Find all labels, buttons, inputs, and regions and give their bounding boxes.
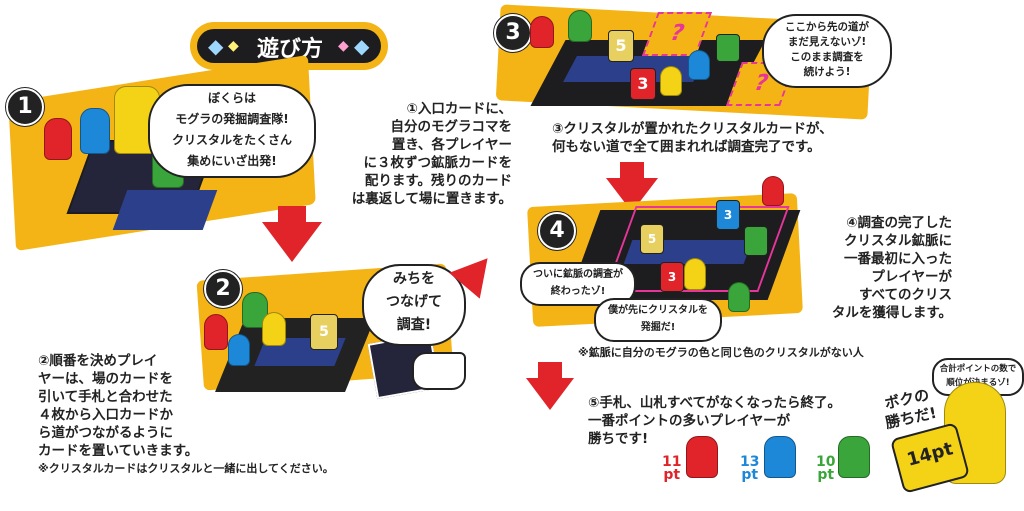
step4-description: ④調査の完了した クリスタル鉱脈に 一番最初に入った プレイヤーが すべてのクリ… bbox=[831, 215, 952, 321]
step4-mole-red bbox=[762, 176, 784, 206]
arrow-down-icon-3 bbox=[526, 378, 574, 410]
step3-mole-blue bbox=[688, 50, 710, 80]
step3-crystal-green bbox=[716, 34, 740, 62]
score-mole-green bbox=[838, 436, 870, 478]
step1-mole-blue bbox=[80, 108, 110, 154]
crystal-icon-right: ◆ bbox=[338, 38, 349, 54]
step3-mole-yellow bbox=[660, 66, 682, 96]
hand-pointer-icon bbox=[412, 352, 466, 390]
step2-mole-red bbox=[204, 314, 228, 350]
score-label-green: 10 pt bbox=[816, 454, 836, 483]
score-label-red: 11 pt bbox=[662, 454, 682, 483]
step4-crystal-green bbox=[744, 226, 768, 256]
title-badge: ◆ ◆ 遊び方 ◆ ◆ bbox=[190, 22, 388, 70]
step3-mole-green bbox=[568, 10, 592, 42]
step1-description: ①入口カードに、 自分のモグラコマを 置き、各プレイヤー に３枚ずつ鉱脈カードを… bbox=[351, 101, 512, 207]
arrow-down-stem-2 bbox=[620, 162, 644, 180]
arrow-down-icon bbox=[262, 222, 322, 262]
step5-description: ⑤手札、山札すべてがなくなったら終了。 一番ポイントの多いプレイヤーが 勝ちです… bbox=[588, 395, 841, 447]
step1-speech-bubble: ぼくらは モグラの発掘調査隊! クリスタルをたくさん 集めにいざ出発! bbox=[148, 84, 316, 178]
step2-crystal: 5 bbox=[310, 314, 338, 350]
score-mole-blue bbox=[764, 436, 796, 478]
step3-crystal-5: 5 bbox=[608, 30, 634, 62]
arrow-down-stem-3 bbox=[538, 362, 562, 380]
step4-crystal-5: 5 bbox=[640, 224, 664, 254]
crystal-icon-left: ◆ bbox=[208, 34, 224, 58]
step1-number: 1 bbox=[6, 88, 44, 126]
step1-mole-red bbox=[44, 118, 72, 160]
score-label-blue: 13 pt bbox=[740, 454, 760, 483]
step4-speech-bubble-1: ついに鉱脈の調査が 終わったゾ! bbox=[520, 262, 636, 306]
step4-mole-yellow bbox=[684, 258, 706, 290]
step4-mole-green bbox=[728, 282, 750, 312]
step4-note: ※鉱脈に自分のモグラの色と同じ色のクリスタルがない人 bbox=[578, 346, 864, 359]
crystal-icon-left-2: ◆ bbox=[228, 38, 239, 54]
step3-mole-red bbox=[530, 16, 554, 48]
step2-description: ②順番を決めプレイ ヤーは、場のカードを 引いて手札と合わせた ４枚から入口カー… bbox=[38, 353, 199, 459]
step4-number: 4 bbox=[538, 212, 576, 250]
step3-description: ③クリスタルが置かれたクリスタルカードが、 何もない道で全て囲まれれば調査完了で… bbox=[552, 121, 833, 155]
step4-speech-bubble-2: 僕が先にクリスタルを 発掘だ! bbox=[594, 298, 722, 342]
score-mole-red bbox=[686, 436, 718, 478]
arrow-down-stem bbox=[278, 206, 306, 224]
step1-road-card bbox=[112, 190, 218, 230]
step2-mole-blue bbox=[228, 334, 250, 366]
step2-mole-yellow bbox=[262, 312, 286, 346]
step3-number: 3 bbox=[494, 14, 532, 52]
step3-crystal-3: 3 bbox=[630, 68, 656, 100]
step2-number: 2 bbox=[204, 270, 242, 308]
crystal-icon-right-2: ◆ bbox=[354, 34, 370, 58]
step2-speech-bubble: みちを つなげて 調査! bbox=[362, 264, 466, 346]
step4-crystal-3a: 3 bbox=[716, 200, 740, 230]
step4-crystal-3b: 3 bbox=[660, 262, 684, 292]
step2-note: ※クリスタルカードはクリスタルと一緒に出してください。 bbox=[38, 462, 334, 475]
step3-speech-bubble: ここから先の道が まだ見えないゾ! このまま調査を 続けよう! bbox=[762, 14, 892, 88]
